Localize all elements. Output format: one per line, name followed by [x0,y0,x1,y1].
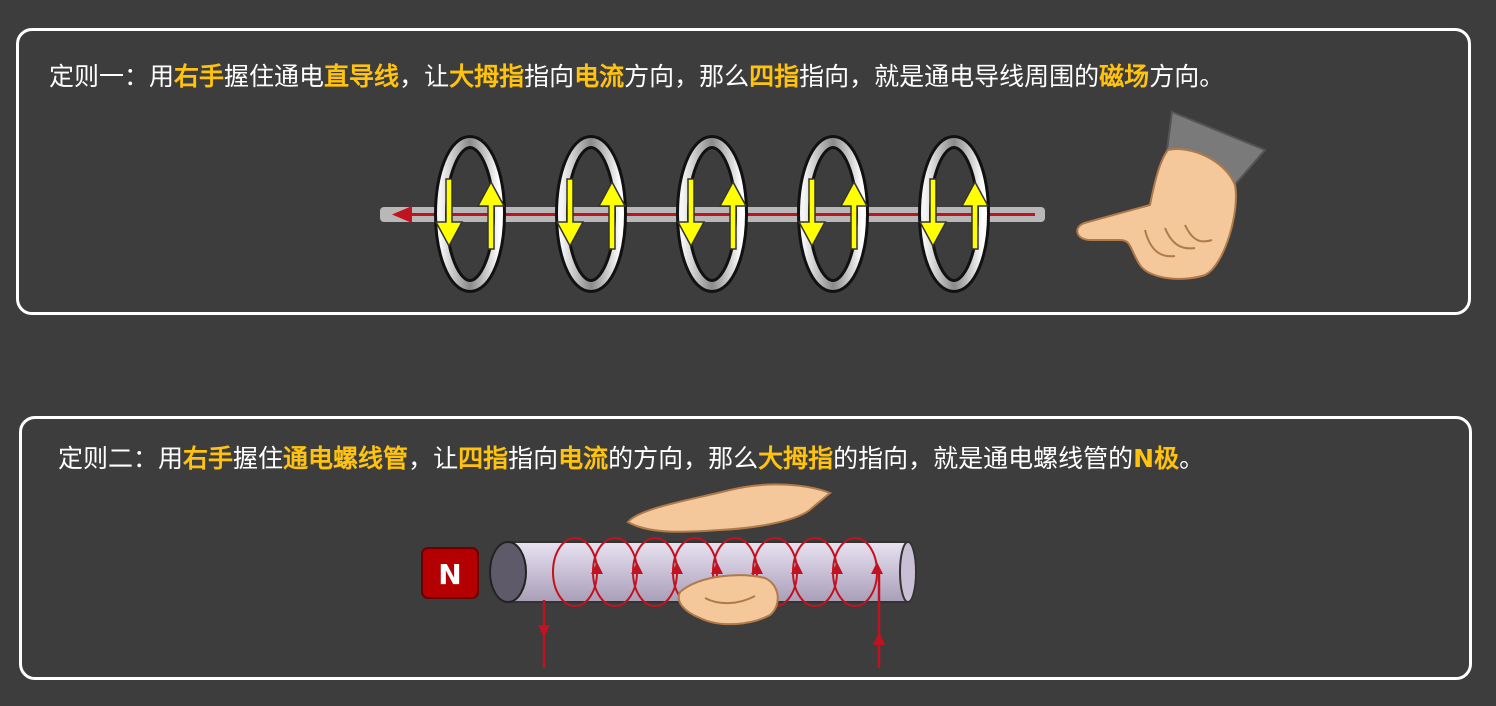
current-arrow-left [392,206,412,223]
rule1-segment: 定则一：用 [49,62,175,91]
field-arrow-down-icon [797,178,827,248]
lead-wires [538,570,885,668]
rule1-segment: 直导线 [324,62,400,91]
rule2-segment: 四指 [458,444,509,473]
rule2-segment: 。 [1179,444,1205,473]
rule2-segment: 定则二：用 [58,444,184,473]
rule1-panel: 定则一：用右手握住通电直导线，让大拇指指向电流方向，那么四指指向，就是通电导线周… [16,28,1471,315]
hand-bottom [677,574,779,626]
magnetic-rings [434,135,990,293]
rule1-segment: 方向，那么 [624,62,750,91]
rule1-text: 定则一：用右手握住通电直导线，让大拇指指向电流方向，那么四指指向，就是通电导线周… [49,57,1224,93]
hand-top [626,483,832,533]
rule2-segment: 大拇指 [758,444,834,473]
rule2-segment: 握住 [233,444,284,473]
rule2-segment: 通电螺线管 [283,444,409,473]
north-pole-badge: N [421,547,479,599]
rule1-segment: 右手 [174,62,225,91]
rule1-segment: 电流 [574,62,625,91]
rule2-segment: 指向 [508,444,559,473]
field-arrow-up-icon [597,180,627,250]
field-arrow-down-icon [555,178,585,248]
hand-skin [1076,148,1237,280]
magnetic-ring [797,135,869,293]
rule2-segment: 的方向，那么 [608,444,759,473]
magnetic-ring [918,135,990,293]
rule1-segment: 指向，就是通电导线周围的 [799,62,1100,91]
rule2-segment: 的指向，就是通电螺线管的 [833,444,1134,473]
rule2-segment: N极 [1133,444,1180,473]
rule1-segment: 磁场 [1099,62,1150,91]
field-arrow-down-icon [676,178,706,248]
magnetic-ring [555,135,627,293]
rule1-segment: 握住通电 [224,62,325,91]
field-arrow-down-icon [918,178,948,248]
tube-end [489,541,527,603]
magnetic-ring [434,135,506,293]
rule2-panel: 定则二：用右手握住通电螺线管，让四指指向电流的方向，那么大拇指的指向，就是通电螺… [19,416,1472,680]
rule2-segment: 电流 [558,444,609,473]
magnetic-ring [676,135,748,293]
rule1-segment: 指向 [524,62,575,91]
rule2-segment: 右手 [183,444,234,473]
field-arrow-down-icon [434,178,464,248]
rule1-segment: 四指 [749,62,800,91]
rule1-segment: ，让 [399,62,450,91]
rule2-segment: ，让 [408,444,459,473]
right-hand-icon [1076,110,1267,280]
field-arrow-up-icon [718,180,748,250]
field-arrow-up-icon [476,180,506,250]
field-arrow-up-icon [839,180,869,250]
field-arrow-up-icon [960,180,990,250]
rule1-segment: 大拇指 [449,62,525,91]
rule2-text: 定则二：用右手握住通电螺线管，让四指指向电流的方向，那么大拇指的指向，就是通电螺… [58,439,1204,475]
north-pole-label: N [438,558,461,591]
rule1-segment: 方向。 [1149,62,1225,91]
